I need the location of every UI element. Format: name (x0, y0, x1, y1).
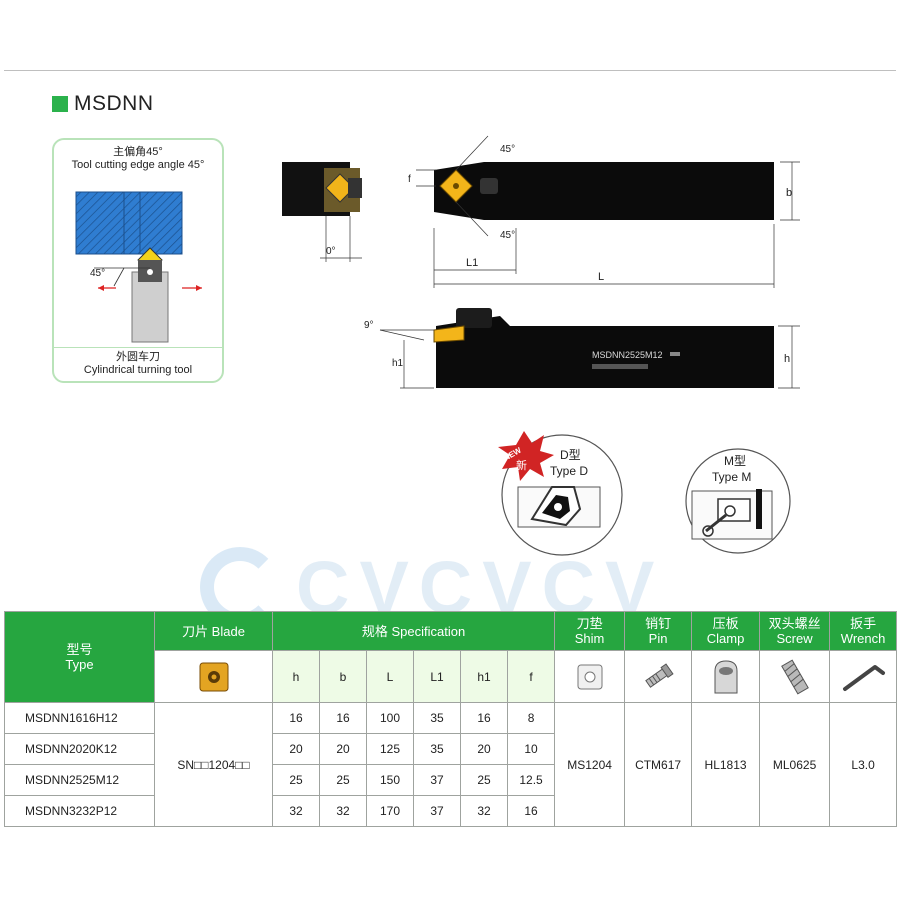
header-pin: 销钉 Pin (624, 611, 693, 651)
type-m-en: Type M (712, 470, 751, 484)
dim-f-label: f (408, 174, 411, 185)
header-clamp: 压板 Clamp (691, 611, 761, 651)
title-square-icon (52, 96, 68, 112)
end-view-drawing: 0° (282, 162, 362, 262)
card-bot-en: Cylindrical turning tool (83, 364, 193, 376)
content-frame (4, 70, 896, 840)
card-bot-cn: 外圆车刀 (116, 351, 160, 363)
pin-code: CTM617 (624, 702, 693, 827)
top-view-drawing: 45° 45° f b L1 L (408, 135, 800, 288)
dim-L-label: L (598, 271, 604, 283)
shim-icon (554, 650, 626, 703)
clamp-icon (691, 650, 761, 703)
wrench-code: L3.0 (829, 702, 898, 827)
type-d-en: Type D (550, 464, 588, 478)
card-bottom-caption: 外圆车刀 Cylindrical turning tool (54, 347, 222, 377)
dim-h1-label: h1 (392, 358, 404, 369)
col-f: f (506, 650, 556, 703)
type-m-cn: M型 (724, 454, 746, 468)
header-blade: 刀片 Blade (154, 611, 273, 651)
screw-code: ML0625 (759, 702, 831, 827)
page-title: MSDNN (52, 92, 154, 116)
wrench-icon (829, 650, 898, 703)
dim-L1-label: L1 (466, 257, 478, 269)
table-row: MSDNN3232P12 32 32 170 37 32 16 (4, 795, 897, 827)
card-angle-label: 45° (90, 268, 105, 279)
pin-icon (624, 650, 693, 703)
type-d-illustration: NEW 新 D型 Type D (498, 431, 623, 556)
angle-45-top-label: 45° (500, 144, 515, 155)
angle-9-label: 9° (364, 320, 374, 331)
cutting-angle-card: 主偏角45° Tool cutting edge angle 45° 45° 外… (52, 138, 224, 383)
blade-insert-icon (154, 650, 273, 703)
table-row: MSDNN1616H12 SN□□1204□□ 16 16 100 35 16 … (4, 702, 898, 827)
header-type: 型号 Type (4, 611, 155, 703)
card-top-caption: 主偏角45° Tool cutting edge angle 45° (54, 146, 222, 172)
holder-marking: MSDNN2525M12 (592, 350, 663, 360)
angle-0-label: 0° (326, 246, 336, 257)
card-top-cn: 主偏角45° (113, 146, 163, 158)
clamp-code: HL1813 (691, 702, 761, 827)
shim-code: MS1204 (554, 702, 626, 827)
col-L1: L1 (413, 650, 461, 703)
col-b: b (319, 650, 367, 703)
col-h: h (272, 650, 320, 703)
screw-icon (759, 650, 831, 703)
table-row: MSDNN2020K12 20 20 125 35 20 10 (4, 733, 897, 765)
new-badge-cn: 新 (516, 458, 527, 472)
header-spec: 规格 Specification (271, 611, 556, 651)
type-d-cn: D型 (560, 448, 581, 462)
header-shim: 刀垫 Shim (554, 611, 626, 651)
title-text: MSDNN (74, 92, 154, 115)
type-m-illustration: M型 Type M (685, 448, 791, 554)
card-top-en: Tool cutting edge angle 45° (71, 159, 205, 171)
header-screw: 双头螺丝 Screw (759, 611, 831, 651)
angle-45-bottom-label: 45° (500, 230, 515, 241)
spec-table: 型号 Type 刀片 Blade 规格 Specification 刀垫 Shi… (4, 611, 898, 827)
col-L: L (366, 650, 414, 703)
dim-b-label: b (786, 187, 792, 199)
col-h1: h1 (460, 650, 508, 703)
cylindrical-turning-diagram: 45° (75, 191, 202, 343)
header-wrench: 扳手 Wrench (829, 611, 898, 651)
blade-code: SN□□1204□□ (154, 702, 273, 827)
dim-h-label: h (784, 353, 790, 365)
side-view-drawing: MSDNN2525M12 9° h1 h (364, 308, 800, 389)
